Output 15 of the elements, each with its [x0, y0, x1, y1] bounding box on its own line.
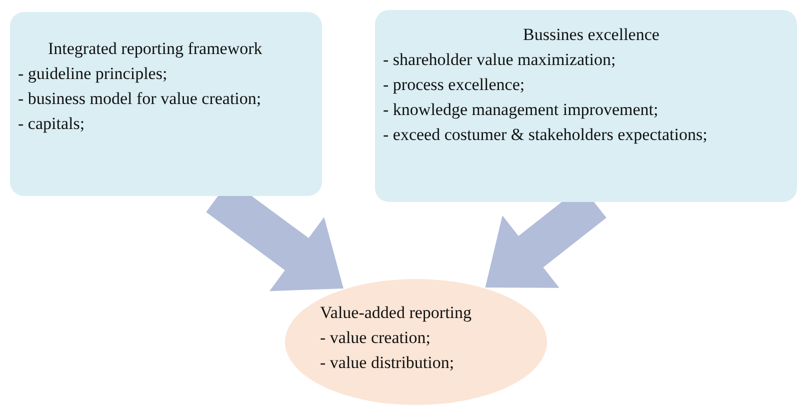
list-item: - value creation;	[320, 327, 430, 349]
list-item: - business model for value creation;	[18, 88, 262, 110]
rounded-box	[375, 10, 797, 202]
list-item: - shareholder value maximization;	[383, 49, 616, 71]
heading: Value-added reporting	[320, 302, 472, 324]
heading: Bussines excellence	[523, 24, 660, 46]
list-item: - value distribution;	[320, 352, 454, 374]
list-item: - knowledge management improvement;	[383, 99, 658, 121]
list-item: - guideline principles;	[18, 63, 168, 85]
list-item: - exceed costumer & stakeholders expectations;	[383, 124, 708, 146]
list-item: - capitals;	[18, 113, 85, 135]
rounded-box	[10, 12, 322, 196]
ellipse-node	[284, 278, 548, 406]
list-item: - process excellence;	[383, 74, 525, 96]
heading: Integrated reporting framework	[48, 38, 262, 60]
